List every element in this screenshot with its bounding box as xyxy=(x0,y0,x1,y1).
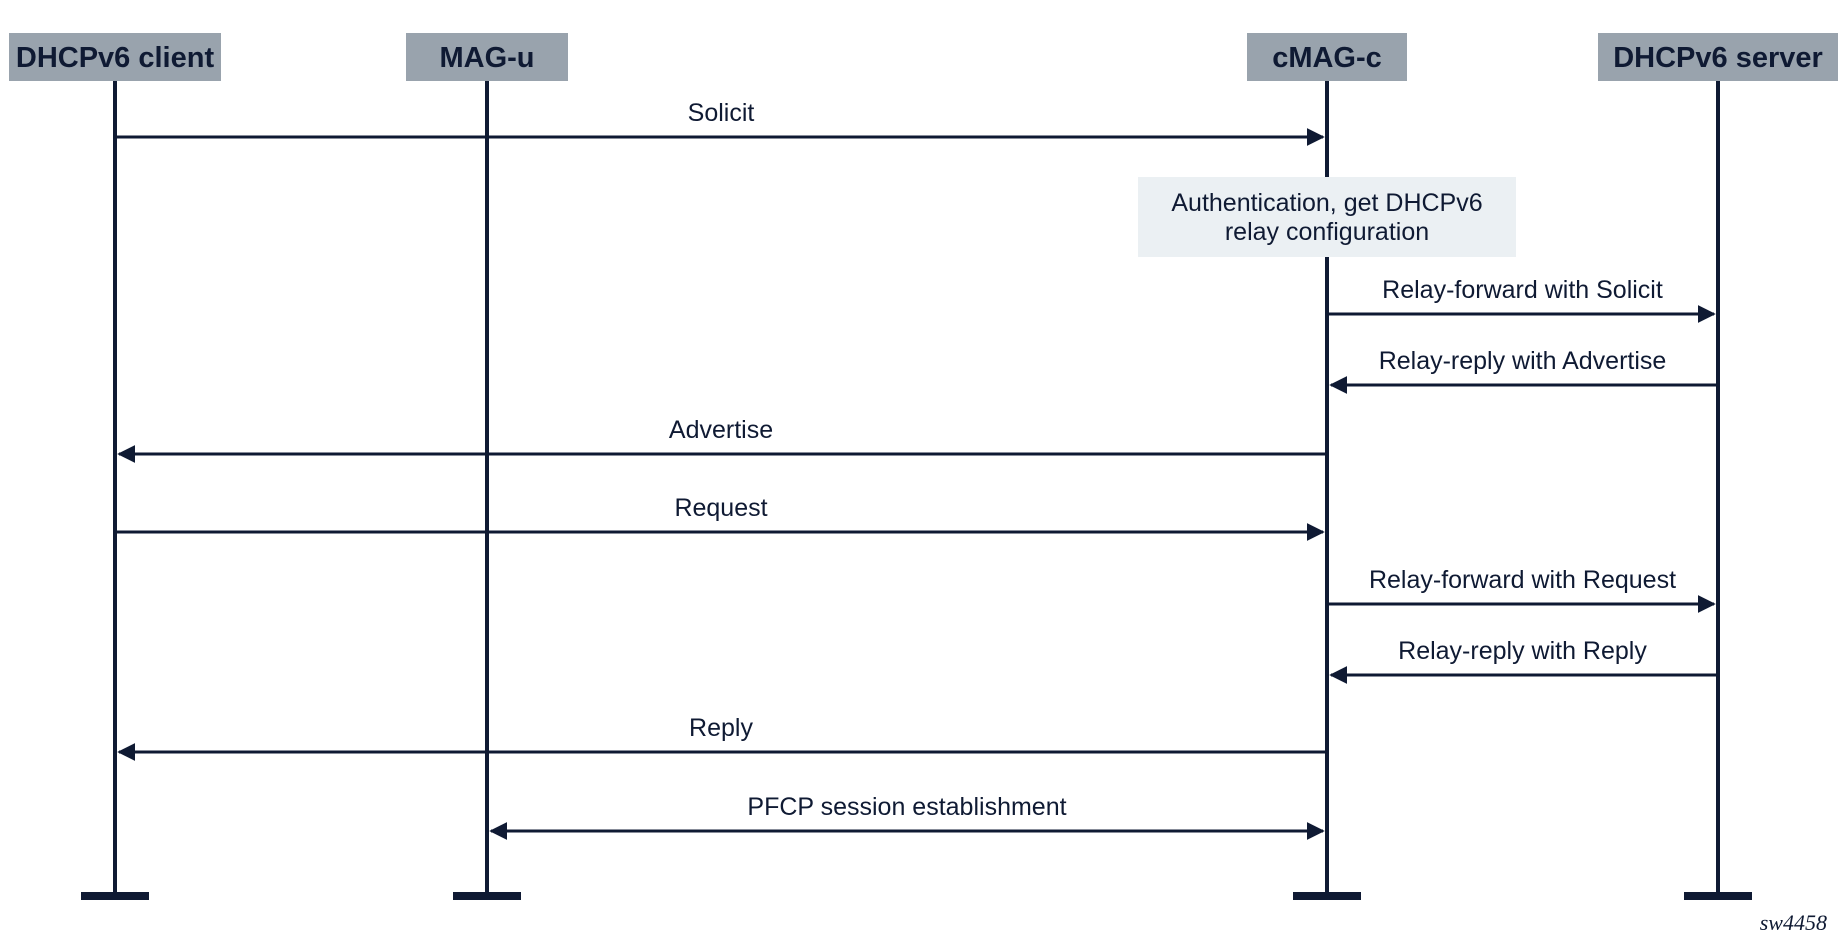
participant-label: DHCPv6 server xyxy=(1613,42,1823,74)
participant-box xyxy=(1247,33,1407,81)
message-relay-reply-with-advertise: Relay-reply with Advertise xyxy=(1329,347,1718,394)
message-advertise: Advertise xyxy=(117,416,1327,463)
message-relay-reply-with-reply: Relay-reply with Reply xyxy=(1329,637,1718,684)
message-relay-forward-with-solicit: Relay-forward with Solicit xyxy=(1327,276,1716,323)
message-label: Relay-forward with Solicit xyxy=(1382,276,1663,304)
message-request: Request xyxy=(115,494,1325,541)
message-label: Request xyxy=(674,494,767,522)
figure-id-label: sw4458 xyxy=(1760,910,1827,935)
message-label: PFCP session establishment xyxy=(747,793,1066,821)
participant-cmag-c: cMAG-c xyxy=(1247,33,1407,81)
message-relay-forward-with-request: Relay-forward with Request xyxy=(1327,566,1716,613)
note-line: relay configuration xyxy=(1225,218,1429,246)
message-label: Advertise xyxy=(669,416,773,444)
message-pfcp-session-establishment: PFCP session establishment xyxy=(489,793,1325,840)
message-solicit: Solicit xyxy=(115,99,1325,146)
participant-label: cMAG-c xyxy=(1272,42,1382,74)
note-box xyxy=(1138,177,1516,257)
message-label: Relay-reply with Advertise xyxy=(1379,347,1667,375)
message-label: Relay-reply with Reply xyxy=(1398,637,1647,665)
participant-box xyxy=(1598,33,1838,81)
message-label: Solicit xyxy=(688,99,755,127)
message-label: Reply xyxy=(689,714,753,742)
message-label: Relay-forward with Request xyxy=(1369,566,1676,594)
participant-box xyxy=(406,33,568,81)
participant-mag-u: MAG-u xyxy=(406,33,568,81)
participant-label: MAG-u xyxy=(439,42,534,74)
participant-dhcpv6-client: DHCPv6 client xyxy=(9,33,221,81)
participant-box xyxy=(9,33,221,81)
note-line: Authentication, get DHCPv6 xyxy=(1171,189,1482,217)
participant-dhcpv6-server: DHCPv6 server xyxy=(1598,33,1838,81)
message-reply: Reply xyxy=(117,714,1327,761)
participant-label: DHCPv6 client xyxy=(16,42,215,74)
